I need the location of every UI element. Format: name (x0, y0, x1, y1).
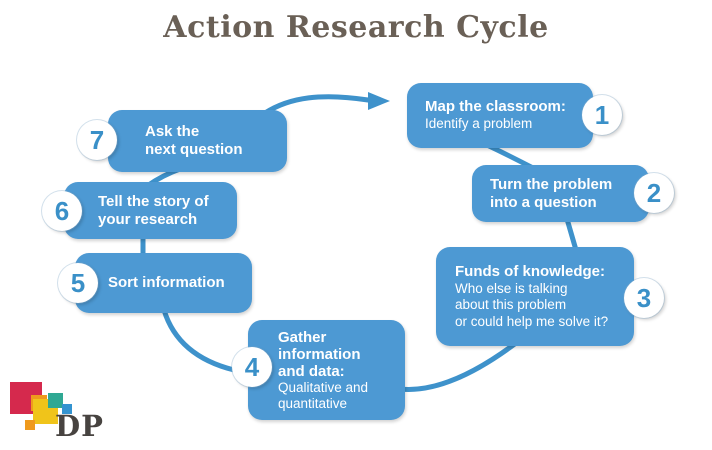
step-heading: Gather information and data: (278, 328, 361, 380)
dp-logo: DP (0, 372, 130, 447)
step-box-turn-problem-into-question: Turn the problem into a question (472, 165, 649, 222)
logo-teal-square (48, 393, 63, 408)
step-body: Identify a problem (425, 116, 533, 132)
connector-3-to-4 (397, 340, 519, 392)
step-number-1: 1 (582, 95, 622, 135)
step-heading: Tell the story of your research (98, 192, 209, 228)
step-number-5: 5 (58, 263, 98, 303)
step-number-4: 4 (232, 347, 272, 387)
step-body: Who else is talking about this problem o… (455, 280, 609, 329)
connector-2-to-3 (564, 216, 579, 253)
step-box-tell-the-story: Tell the story of your research (64, 182, 237, 239)
step-number-6: 6 (42, 191, 82, 231)
logo-blue-square (62, 404, 72, 414)
step-box-gather-information: Gather information and data: Qualitative… (248, 320, 405, 420)
step-heading: Turn the problem into a question (490, 175, 613, 211)
step-number-7: 7 (77, 120, 117, 160)
step-body: Qualitative and quantitative (278, 379, 369, 411)
step-box-map-the-classroom: Map the classroom: Identify a problem (407, 83, 593, 148)
step-heading: Funds of knowledge: (455, 262, 605, 280)
step-heading: Map the classroom: (425, 98, 566, 116)
step-number-3: 3 (624, 278, 664, 318)
step-number-2: 2 (634, 173, 674, 213)
page-title: Action Research Cycle (163, 10, 549, 45)
step-box-ask-next-question: Ask the next question (108, 110, 287, 172)
cycle-arrow-icon (368, 92, 390, 110)
connector-5-to-4 (161, 307, 237, 373)
logo-small-orange-square (25, 420, 35, 430)
step-heading: Sort information (108, 274, 225, 291)
step-heading: Ask the next question (145, 123, 243, 158)
connector-7-to-1 (262, 94, 371, 116)
step-box-funds-of-knowledge: Funds of knowledge: Who else is talking … (436, 247, 634, 346)
step-box-sort-information: Sort information (75, 253, 252, 313)
logo-text: DP (55, 409, 104, 443)
